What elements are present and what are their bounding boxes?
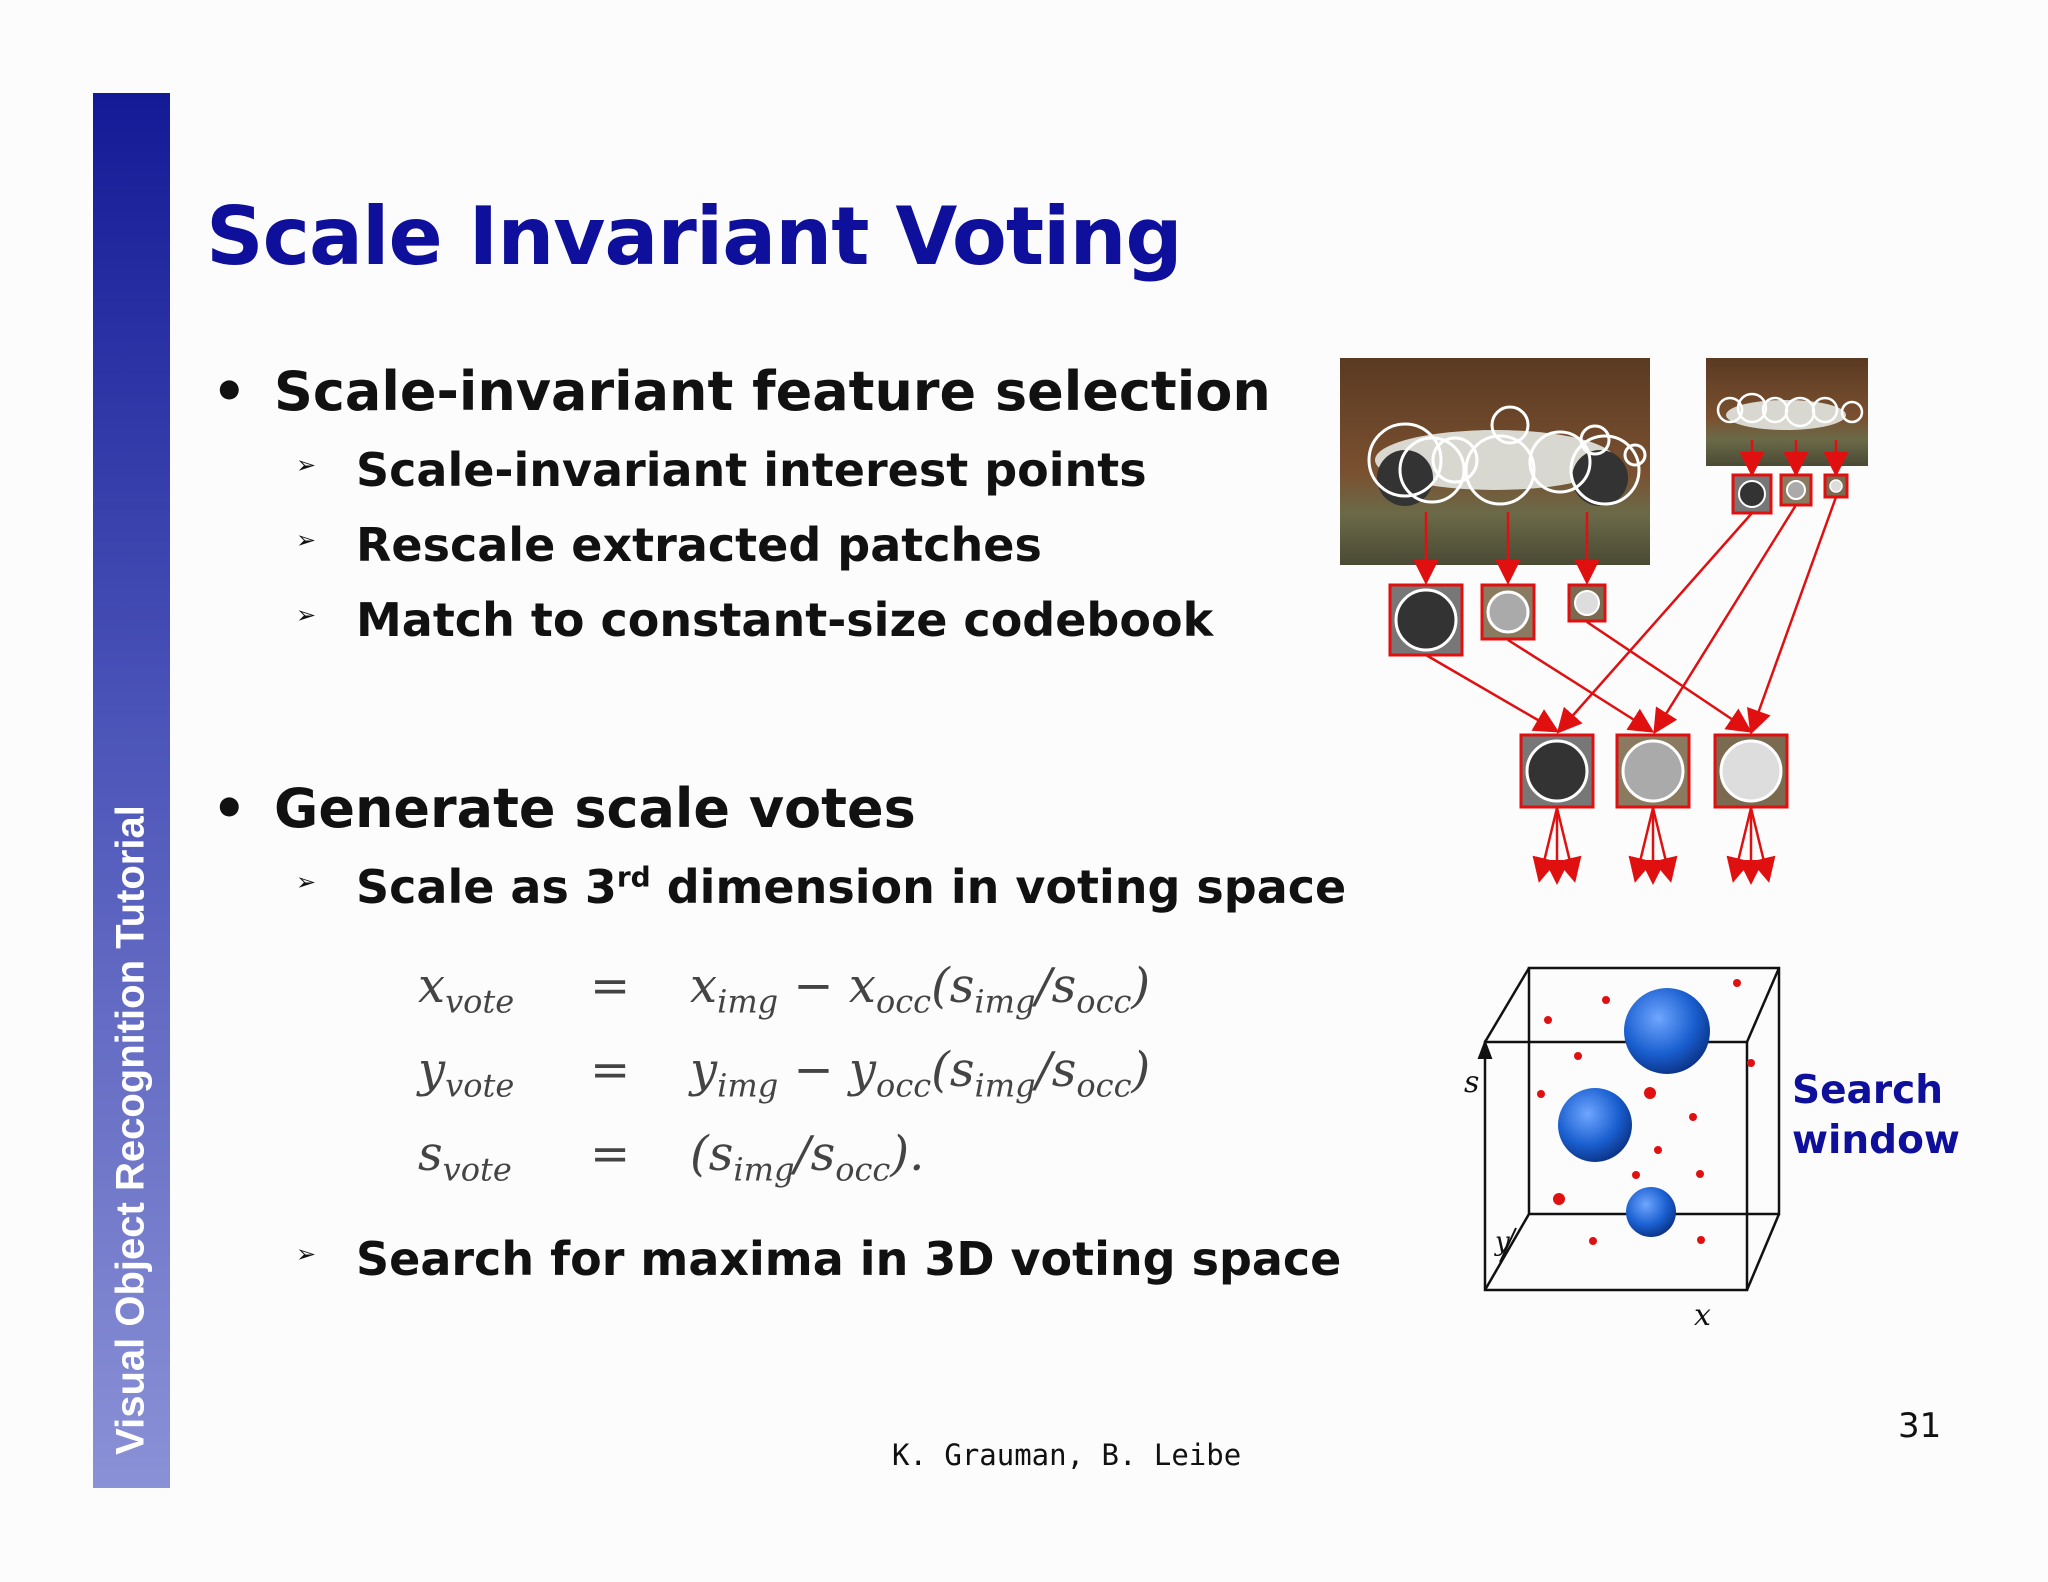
sidebar-band — [93, 93, 170, 1488]
bullet-label: Generate scale votes — [274, 777, 916, 840]
car-image-small — [1706, 358, 1868, 466]
equation-lhs-x: xvote — [418, 958, 515, 1021]
patch-row-1 — [1388, 583, 1607, 657]
subitem-label: Search for maxima in 3D voting space — [356, 1232, 1342, 1286]
subitem-label: Scale as 3rd dimension in voting space — [356, 860, 1346, 914]
slide-title: Scale Invariant Voting — [206, 190, 1183, 283]
bullet-marker: • — [212, 360, 247, 423]
axis-label-y: y — [1494, 1227, 1510, 1257]
subitem-label: Rescale extracted patches — [356, 518, 1042, 572]
subitem-text-post: dimension in voting space — [650, 860, 1347, 914]
vote-points — [1537, 979, 1755, 1245]
search-window-line1: Search — [1792, 1068, 1943, 1113]
vote-arrows — [1532, 807, 1776, 885]
subitem-arrow-icon: ➢ — [296, 601, 317, 629]
subitem-arrow-icon: ➢ — [296, 1240, 317, 1268]
bullet-label: Scale-invariant feature selection — [274, 360, 1271, 423]
equation-rhs-x: ximg − xocc(simg/socc) — [690, 958, 1151, 1021]
codebook-entries — [1519, 733, 1789, 809]
car-image-large — [1340, 358, 1650, 565]
equation-lhs-y: yvote — [418, 1042, 515, 1105]
bullet-marker: • — [212, 777, 247, 840]
cube-axes — [1477, 1039, 1517, 1263]
search-window-label: Search window — [1792, 1066, 1960, 1166]
equation-lhs-s: svote — [418, 1126, 512, 1189]
superscript: rd — [616, 860, 651, 894]
equation-rhs-s: (simg/socc). — [690, 1126, 925, 1189]
axis-label-s: s — [1464, 1065, 1479, 1100]
equation-equals: = — [590, 1042, 631, 1098]
search-window-line2: window — [1792, 1118, 1960, 1163]
vote-spheres — [1558, 988, 1710, 1237]
equation-equals: = — [590, 1126, 631, 1182]
subitem-arrow-icon: ➢ — [296, 526, 317, 554]
subitem-arrow-icon: ➢ — [296, 868, 317, 896]
author-credit: K. Grauman, B. Leibe — [892, 1438, 1242, 1472]
match-arrows — [1413, 440, 1849, 735]
subitem-text-pre: Scale as 3 — [356, 860, 617, 914]
equation-equals: = — [590, 958, 631, 1014]
equation-rhs-y: yimg − yocc(simg/socc) — [690, 1042, 1151, 1105]
subitem-label: Scale-invariant interest points — [356, 443, 1147, 497]
patch-row-small — [1731, 473, 1849, 515]
subitem-arrow-icon: ➢ — [296, 451, 317, 479]
axis-label-x: x — [1694, 1298, 1711, 1333]
page-number: 31 — [1898, 1406, 1942, 1446]
subitem-label: Match to constant-size codebook — [356, 593, 1214, 647]
